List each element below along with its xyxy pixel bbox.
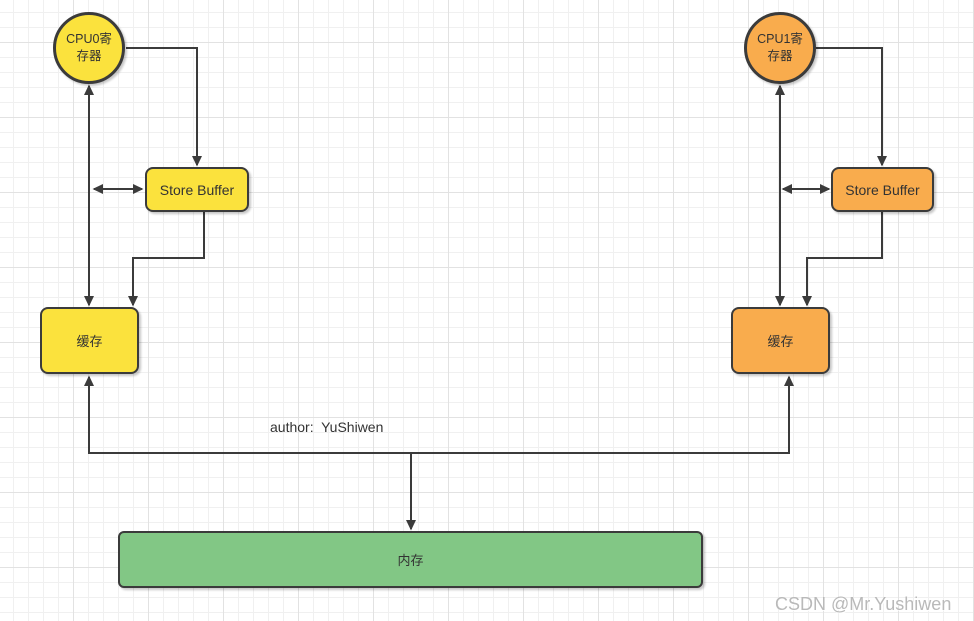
store-buffer-left-node: Store Buffer bbox=[145, 167, 249, 212]
connector-storebuffer-left-to-cache-left bbox=[128, 212, 205, 307]
store-buffer-right-label: Store Buffer bbox=[845, 181, 920, 198]
connector-cpu0-to-storebuffer-left bbox=[126, 47, 202, 167]
cache-left-label: 缓存 bbox=[76, 334, 103, 349]
csdn-watermark: CSDN @Mr.Yushiwen bbox=[775, 594, 952, 614]
cpu1-register-node: CPU1寄 存器 bbox=[744, 12, 816, 84]
connector-storebuffer-right-to-cache-right bbox=[802, 212, 883, 307]
cpu0-register-node: CPU0寄 存器 bbox=[53, 12, 125, 84]
cache-left-node: 缓存 bbox=[40, 307, 139, 374]
store-buffer-left-label: Store Buffer bbox=[159, 181, 235, 198]
cache-right-label: 缓存 bbox=[767, 334, 794, 349]
memory-label: 内存 bbox=[397, 553, 424, 568]
cpu0-register-label: CPU0寄 存器 bbox=[66, 32, 112, 63]
memory-node: 内存 bbox=[118, 531, 703, 588]
author-annotation: author: YuShiwen bbox=[270, 419, 384, 435]
connector-cpu1-to-storebuffer-right bbox=[816, 47, 887, 167]
connector-memory-bus-to-caches bbox=[84, 375, 794, 454]
store-buffer-right-node: Store Buffer bbox=[831, 167, 934, 212]
cpu1-register-label: CPU1寄 存器 bbox=[757, 32, 803, 63]
cache-right-node: 缓存 bbox=[731, 307, 830, 374]
